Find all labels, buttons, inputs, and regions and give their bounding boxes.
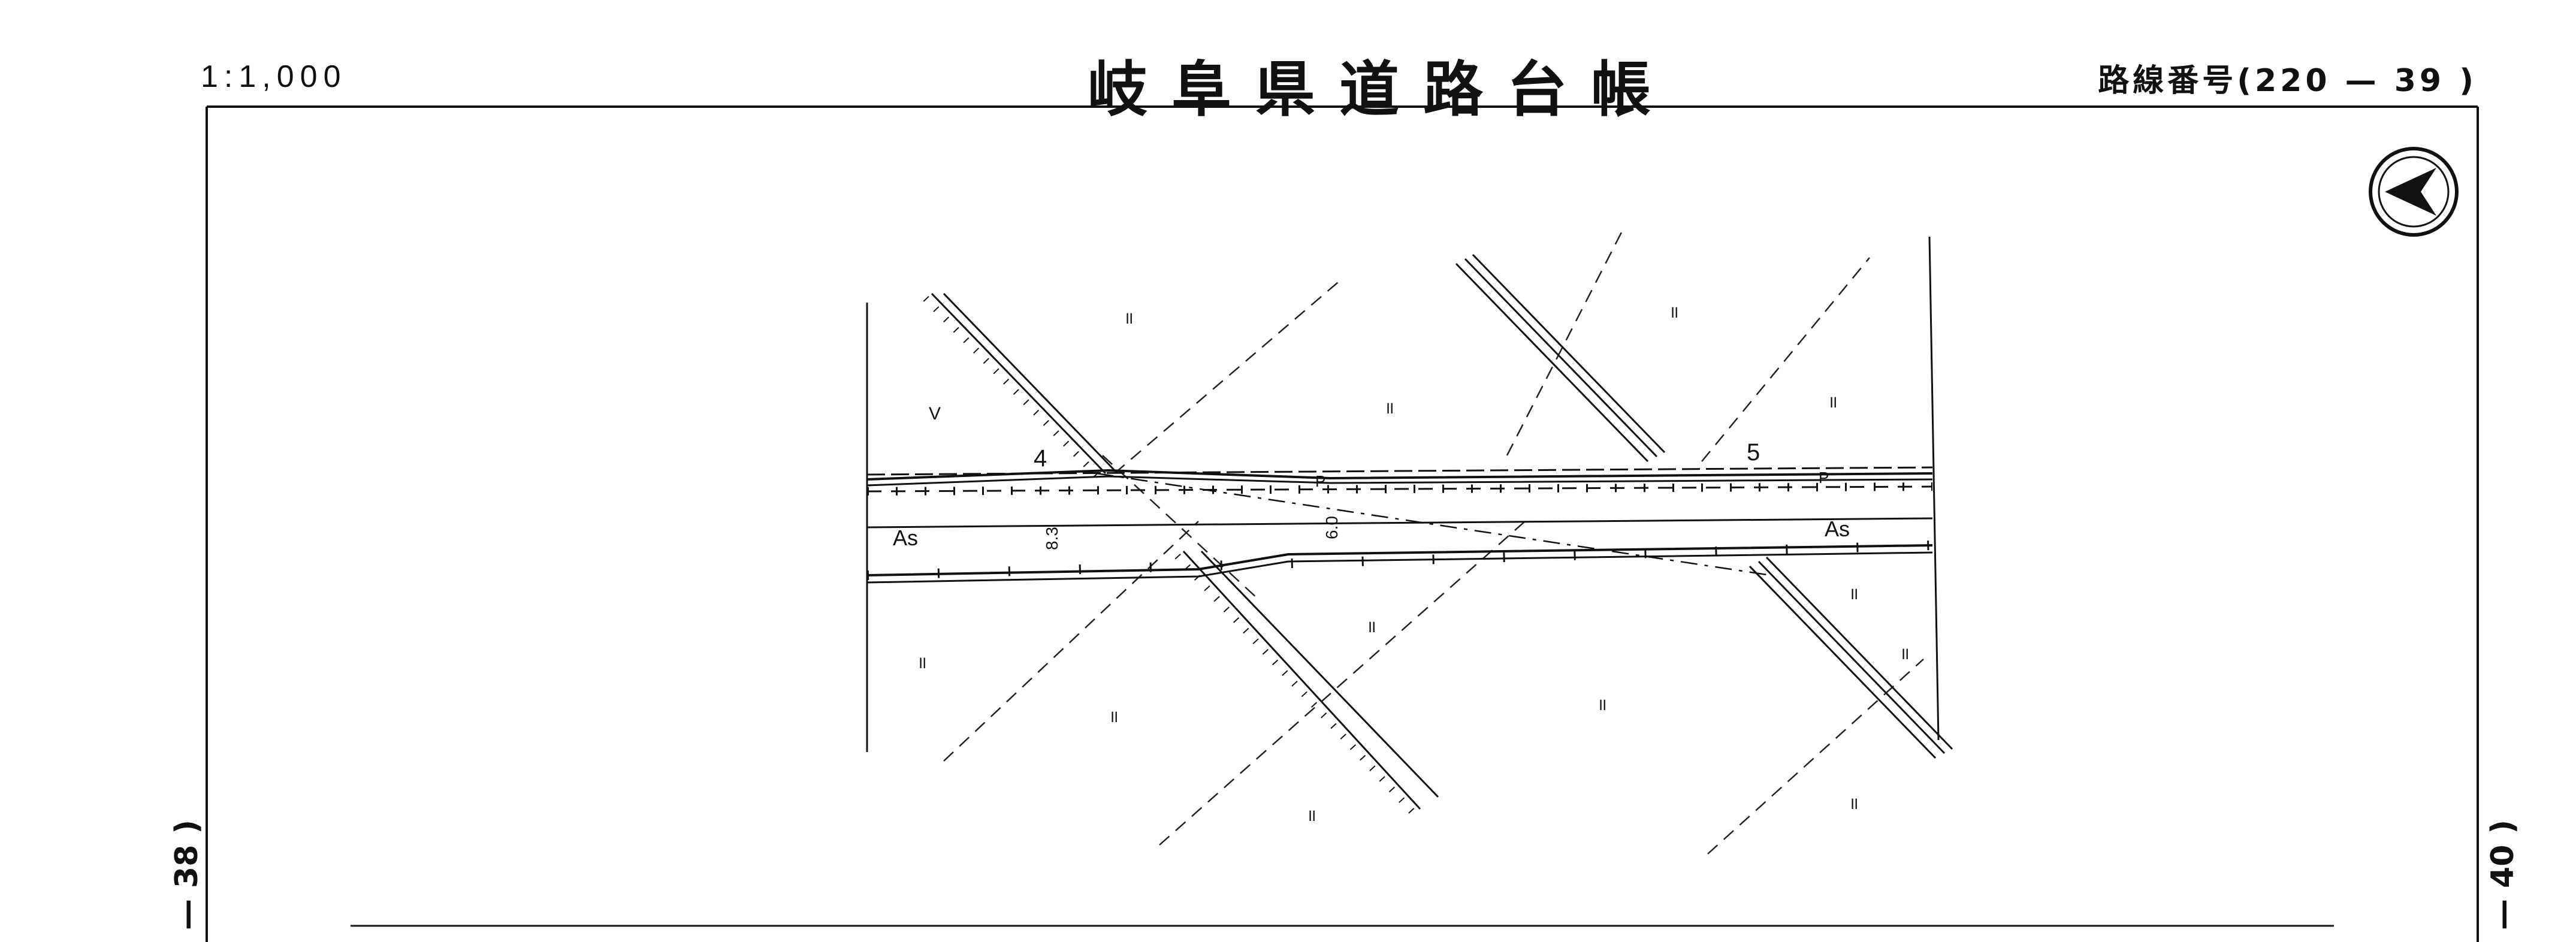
symbol-vacant: V	[929, 404, 941, 424]
symbol-pole-left: P	[1315, 472, 1325, 490]
scale-label: 1:1,000	[201, 59, 347, 94]
symbol-pole-right: P	[1819, 469, 1829, 487]
field-symbol: ॥	[1366, 617, 1376, 636]
canal-right	[1455, 253, 1953, 759]
parcel-boundaries	[943, 227, 1924, 855]
pavement-label-left: As	[893, 526, 918, 550]
field-symbol: ॥	[1849, 794, 1859, 813]
field-symbol: ॥	[1899, 644, 1910, 663]
field-symbol: ॥	[1597, 695, 1607, 714]
railway-left	[923, 292, 1439, 817]
field-symbol: ॥	[1109, 707, 1119, 726]
map-labels: 4 5 As As 8.3 6.0 V P P ॥ ॥ ॥ ॥ ॥ ॥ ॥ ॥ …	[893, 303, 1910, 825]
field-symbol: ॥	[1828, 393, 1838, 411]
limit-line-right	[1928, 236, 1940, 741]
field-symbol: ॥	[917, 653, 927, 672]
field-symbol: ॥	[1384, 398, 1394, 417]
landmark-number-5: 5	[1747, 439, 1760, 466]
width-label-8.3: 8.3	[1043, 527, 1061, 550]
landmark-number-4: 4	[1034, 445, 1047, 472]
field-symbol: ॥	[1124, 309, 1134, 327]
road	[866, 466, 1933, 584]
field-symbol: ॥	[1669, 303, 1679, 321]
field-symbol: ॥	[1306, 806, 1316, 825]
north-arrow-icon	[2369, 147, 2459, 237]
pavement-label-right: As	[1825, 517, 1850, 541]
field-symbol: ॥	[1849, 584, 1859, 603]
width-label-6.0: 6.0	[1322, 516, 1341, 539]
route-number: 路線番号(220 — 39 )	[2098, 63, 2477, 99]
page-title: 岐阜県道路台帳	[1088, 55, 1675, 125]
